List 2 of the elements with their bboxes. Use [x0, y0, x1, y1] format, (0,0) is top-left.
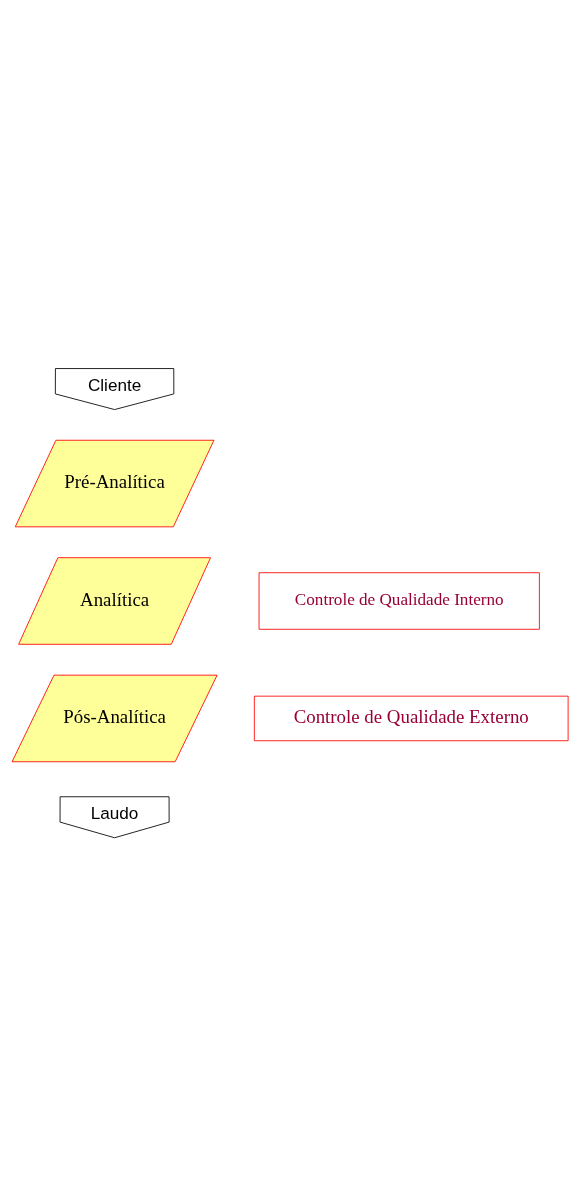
node-box: Controle de Qualidade Interno — [258, 572, 540, 630]
node-box: Controle de Qualidade Externo — [253, 695, 569, 742]
